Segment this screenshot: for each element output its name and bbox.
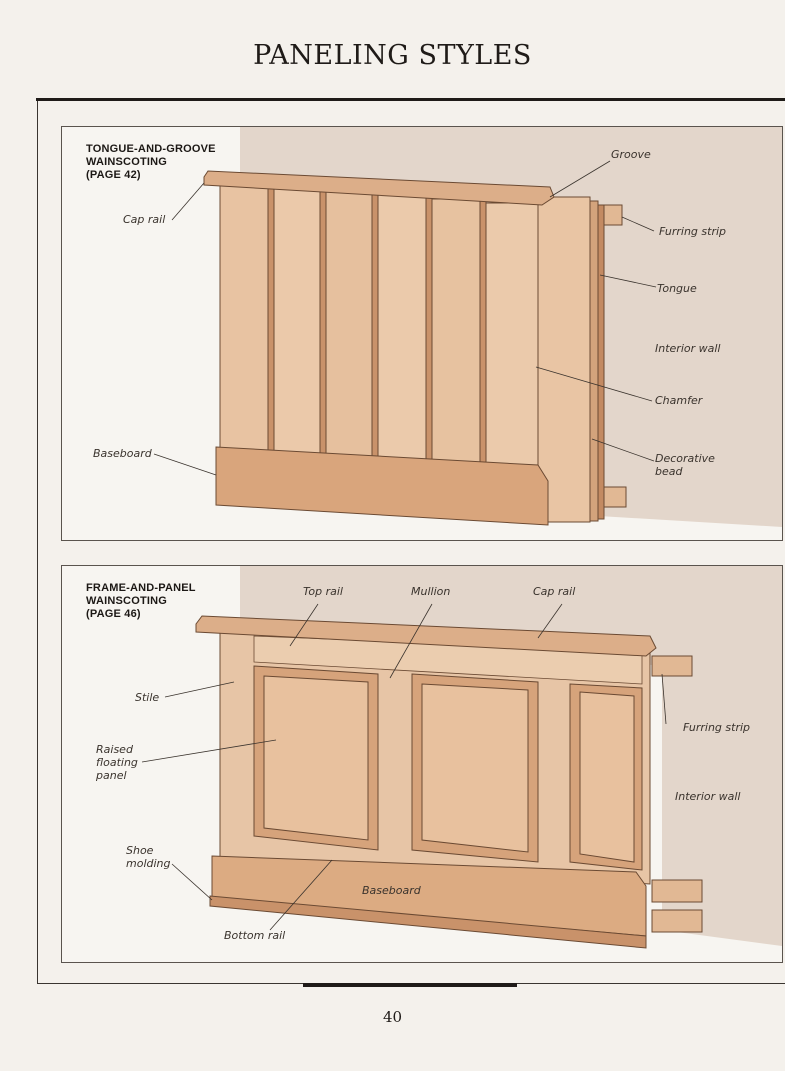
label-stile: Stile (135, 691, 160, 704)
heading-line: (PAGE 42) (86, 169, 141, 181)
label-interior-wall: Interior wall (655, 342, 721, 355)
label-line: Raised (96, 743, 133, 756)
page-title: PANELING STYLES (253, 40, 532, 71)
label-line: floating (96, 756, 138, 769)
label-tongue: Tongue (657, 282, 697, 295)
label-interior-wall: Interior wall (675, 790, 741, 803)
panel-2-heading: FRAME-AND-PANEL WAINSCOTING (PAGE 46) (86, 582, 196, 621)
panel-1-heading: TONGUE-AND-GROOVE WAINSCOTING (PAGE 42) (86, 143, 216, 182)
heading-line: WAINSCOTING (86, 156, 168, 168)
label-cap-rail: Cap rail (533, 585, 576, 598)
heading-line: (PAGE 46) (86, 608, 141, 620)
label-mullion: Mullion (411, 585, 451, 598)
label-furring-strip: Furring strip (659, 225, 727, 238)
title-rule (36, 98, 785, 101)
label-shoe-molding: Shoe molding (126, 844, 171, 870)
page-number: 40 (382, 1008, 403, 1026)
page-number-bar (303, 983, 517, 987)
frame-and-panel-drawing (141, 566, 782, 949)
tongue-and-groove-illustration: TONGUE-AND-GROOVE WAINSCOTING (PAGE 42) … (61, 126, 783, 541)
tongue-and-groove-drawing (153, 127, 782, 527)
label-line: bead (655, 465, 683, 478)
frame-and-panel-illustration: FRAME-AND-PANEL WAINSCOTING (PAGE 46) To… (61, 565, 783, 963)
label-decorative-bead: Decorative bead (655, 452, 715, 478)
label-furring-strip: Furring strip (683, 721, 751, 734)
label-top-rail: Top rail (303, 585, 343, 598)
label-line: molding (126, 857, 171, 870)
label-line: panel (96, 769, 127, 782)
label-cap-rail: Cap rail (123, 213, 166, 226)
label-chamfer: Chamfer (655, 394, 703, 407)
label-baseboard: Baseboard (362, 884, 421, 897)
label-groove: Groove (611, 148, 651, 161)
page-frame-left (37, 101, 38, 984)
heading-line: FRAME-AND-PANEL (86, 582, 196, 594)
label-bottom-rail: Bottom rail (224, 929, 286, 942)
label-raised-floating-panel: Raised floating panel (96, 743, 138, 782)
heading-line: WAINSCOTING (86, 595, 168, 607)
label-line: Shoe (126, 844, 154, 857)
heading-line: TONGUE-AND-GROOVE (86, 143, 216, 155)
label-baseboard: Baseboard (93, 447, 152, 460)
label-line: Decorative (655, 452, 715, 465)
